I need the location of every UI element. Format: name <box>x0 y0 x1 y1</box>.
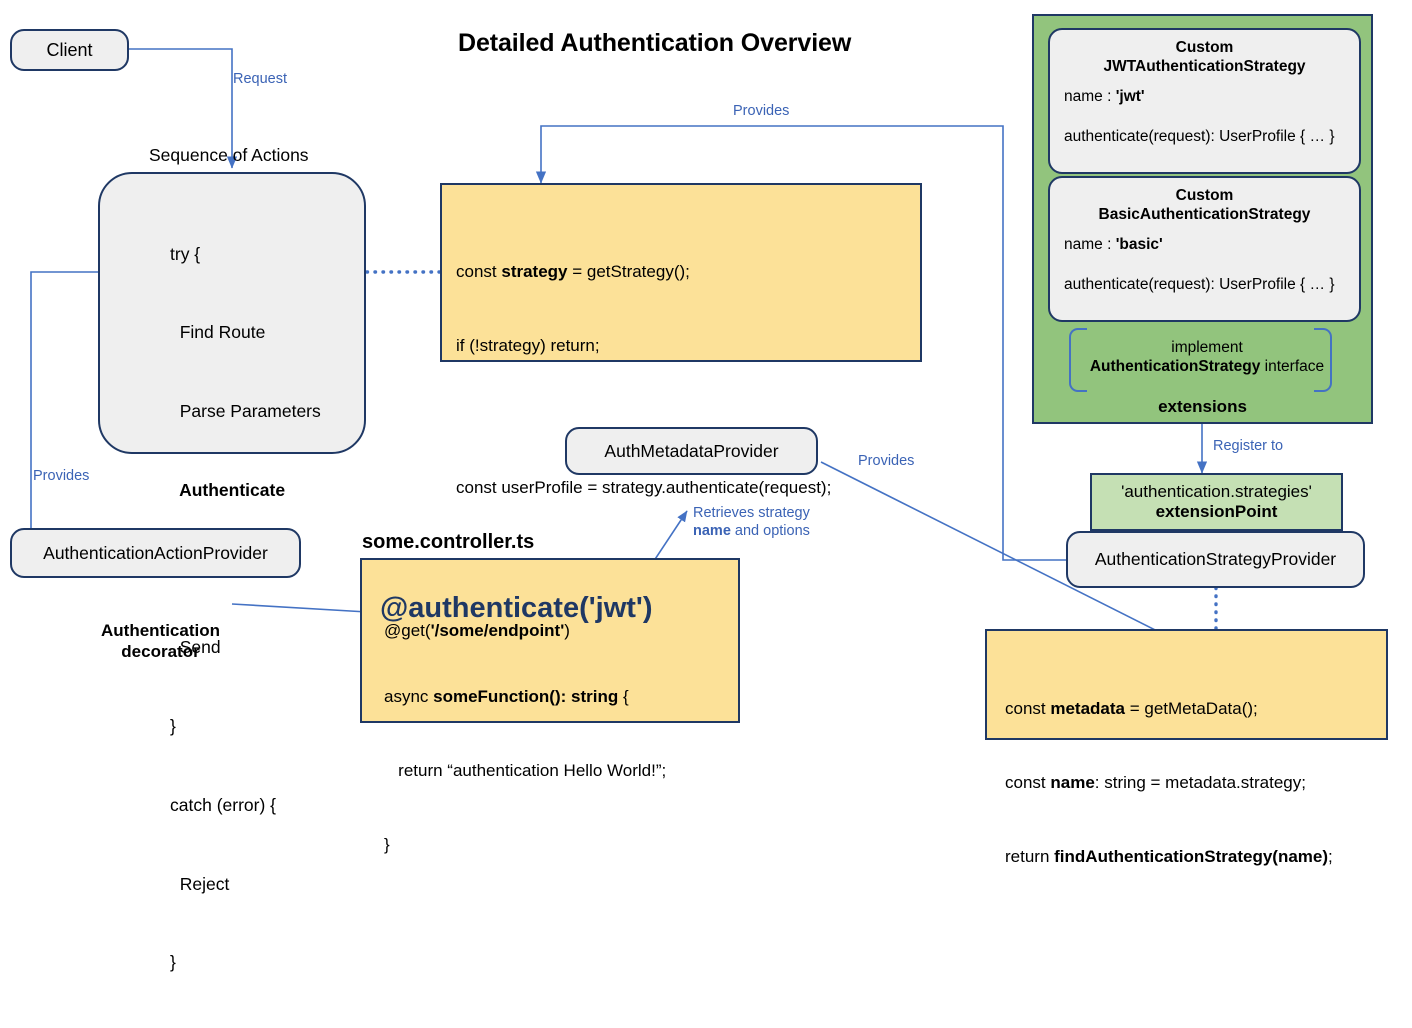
panel-extensions: Custom JWTAuthenticationStrategy name : … <box>1032 14 1373 424</box>
code-controller-decorator: @authenticate('jwt') <box>380 592 653 624</box>
sequence-of-actions-title: Sequence of Actions <box>149 145 309 165</box>
retrieves-line-1: Retrieves strategy <box>693 505 810 521</box>
sequence-line-2: Parse Parameters <box>170 401 321 421</box>
code-metadata-line-2: const name: string = metadata.strategy; <box>1005 773 1306 793</box>
controller-file-title: some.controller.ts <box>362 531 535 553</box>
code-strategy-line-1: const strategy = getStrategy(); <box>456 262 690 282</box>
code-block-metadata[interactable]: const metadata = getMetaData(); const na… <box>985 629 1388 866</box>
decorator-label-line-1: Authentication <box>101 621 220 640</box>
card-basic-title-line-2: BasicAuthenticationStrategy <box>1098 205 1311 223</box>
code-controller-line-3: async someFunction(): string { <box>384 687 629 707</box>
label-authentication-decorator: Authentication decorator <box>88 621 233 662</box>
diagram-canvas: Detailed Authentication Overview Client … <box>10 14 1388 972</box>
extension-point-name: 'authentication.strategies' <box>1121 482 1312 502</box>
node-authentication-strategy-provider-label: AuthenticationStrategyProvider <box>1094 549 1337 569</box>
sequence-line-9: } <box>170 952 176 973</box>
card-jwt-title: Custom JWTAuthenticationStrategy <box>1050 39 1359 76</box>
sequence-line-5: Send <box>170 637 221 658</box>
edge-label-register-to: Register to <box>1213 438 1284 454</box>
bracket-right-icon <box>1314 328 1332 392</box>
bracket-left-icon <box>1069 328 1087 392</box>
edge-label-retrieves-strategy: Retrieves strategy name and options <box>693 505 810 540</box>
node-authentication-action-provider[interactable]: AuthenticationActionProvider <box>10 528 301 578</box>
decorator-label-line-2: decorator <box>121 641 200 661</box>
card-basic-authentication-strategy[interactable]: Custom BasicAuthenticationStrategy name … <box>1048 176 1361 322</box>
sequence-line-3: Authenticate <box>170 479 286 500</box>
code-controller-line-4: return “authentication Hello World!”; <box>384 761 667 781</box>
card-basic-title: Custom BasicAuthenticationStrategy <box>1050 187 1359 224</box>
implement-line-2: AuthenticationStrategy interface <box>1089 358 1325 376</box>
edge-label-provides-top: Provides <box>733 103 790 119</box>
code-controller-line-1: @get('/some/endpoint') <box>384 621 570 641</box>
edge-label-request: Request <box>233 71 288 87</box>
label-extensions: extensions <box>1158 397 1247 416</box>
sequence-line-0: try { <box>170 243 201 264</box>
edge-label-provides-mid: Provides <box>858 453 915 469</box>
code-block-controller[interactable]: @get('/some/endpoint') @authenticate('jw… <box>360 558 740 854</box>
code-controller-line-5: } <box>384 835 390 855</box>
sequence-line-6: } <box>170 716 176 736</box>
extension-point-kind: extensionPoint <box>1155 502 1278 521</box>
code-block-strategy[interactable]: const strategy = getStrategy(); if (!str… <box>440 183 922 640</box>
card-jwt-title-line-2: JWTAuthenticationStrategy <box>1103 57 1306 75</box>
code-strategy-line-2: if (!strategy) return; <box>456 336 600 356</box>
implement-line-1: implement <box>1171 339 1243 356</box>
node-auth-metadata-provider[interactable]: AuthMetadataProvider <box>565 427 818 475</box>
node-authentication-strategy-provider[interactable]: AuthenticationStrategyProvider <box>1066 531 1365 588</box>
card-jwt-title-line-1: Custom <box>1175 39 1234 56</box>
code-metadata-line-1: const metadata = getMetaData(); <box>1005 699 1258 719</box>
card-basic-method-row: authenticate(request): UserProfile { … } <box>1064 276 1335 294</box>
node-client[interactable]: Client <box>10 29 129 71</box>
card-basic-title-line-1: Custom <box>1175 187 1234 204</box>
label-implement-interface: implement AuthenticationStrategy interfa… <box>1085 338 1329 377</box>
card-jwt-method-row: authenticate(request): UserProfile { … } <box>1064 128 1335 146</box>
sequence-line-8: Reject <box>170 873 230 894</box>
card-jwt-name-row: name : 'jwt' <box>1064 88 1145 106</box>
code-metadata-line-3: return findAuthenticationStrategy(name); <box>1005 847 1333 867</box>
node-sequence-of-actions[interactable]: try { Find Route Parse Parameters Authen… <box>98 172 366 972</box>
card-basic-name-row: name : 'basic' <box>1064 236 1163 254</box>
node-authentication-action-provider-label: AuthenticationActionProvider <box>43 542 268 563</box>
edge-label-provides-left: Provides <box>33 468 90 484</box>
sequence-line-1: Find Route <box>170 322 266 343</box>
node-extension-point[interactable]: 'authentication.strategies' extensionPoi… <box>1090 473 1343 531</box>
node-auth-metadata-provider-label: AuthMetadataProvider <box>604 440 779 461</box>
sequence-list: try { Find Route Parse Parameters Authen… <box>170 188 321 1028</box>
page-title: Detailed Authentication Overview <box>458 29 852 57</box>
sequence-line-7: catch (error) { <box>170 794 276 815</box>
code-strategy-line-3: const userProfile = strategy.authenticat… <box>456 478 832 498</box>
retrieves-line-2: name and options <box>693 522 810 539</box>
card-jwt-authentication-strategy[interactable]: Custom JWTAuthenticationStrategy name : … <box>1048 28 1361 174</box>
node-client-label: Client <box>46 39 93 60</box>
